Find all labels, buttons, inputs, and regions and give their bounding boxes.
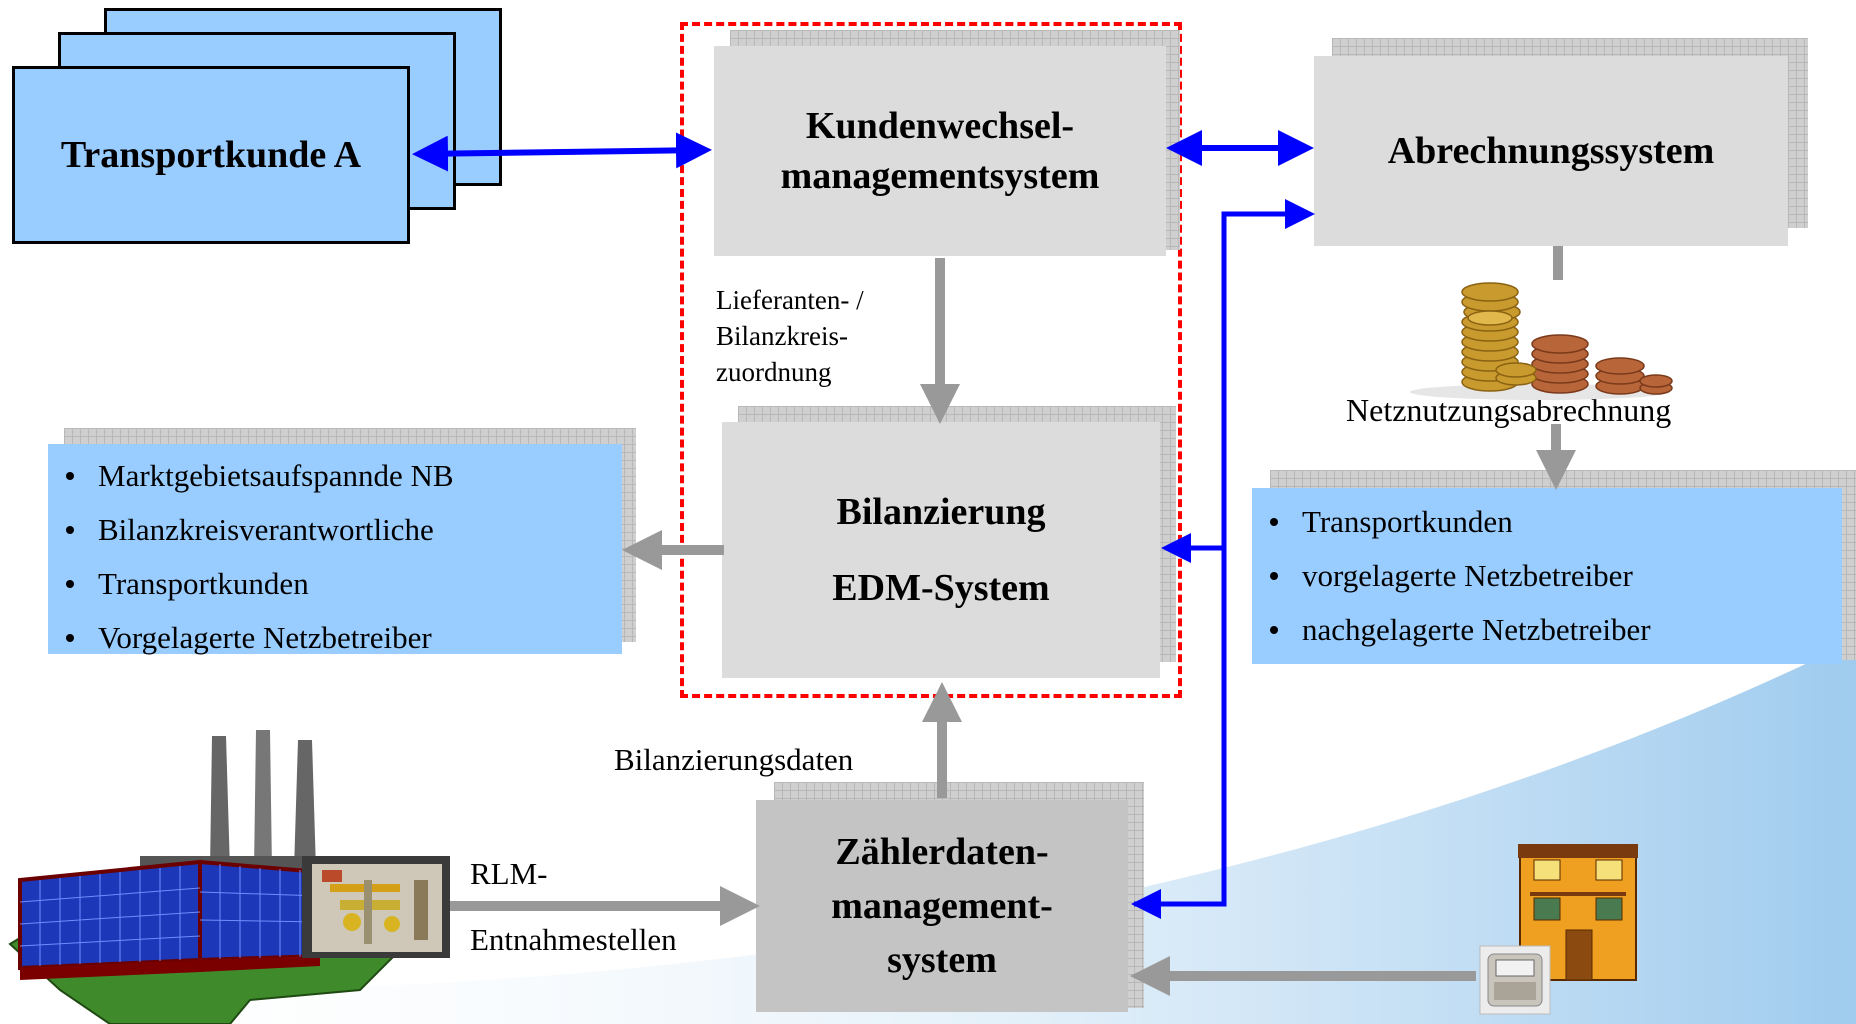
right-recipient-item: vorgelagerte Netzbetreiber <box>1252 549 1842 603</box>
billing-label: Abrechnungssystem <box>1387 130 1715 172</box>
gas-meter-image <box>1479 945 1551 1015</box>
balancing-line2: EDM-System <box>832 567 1050 609</box>
rlm-label-line2: Entnahmestellen <box>470 922 677 957</box>
assignment-note-line2: Bilanzkreis- <box>716 321 848 351</box>
assignment-note-line1: Lieferanten- / <box>716 285 864 315</box>
transport-customer-card: Transportkunde A <box>12 66 410 244</box>
coins-image <box>1410 282 1673 400</box>
transport-kwm-arrow <box>412 132 712 172</box>
billing-box: Abrechnungssystem <box>1314 56 1788 246</box>
left-recipients-box: Marktgebietsaufspannde NB Bilanzkreisver… <box>48 444 622 655</box>
meter-data-line3: system <box>887 939 997 981</box>
meter-data-line2: management- <box>831 885 1053 927</box>
assignment-note-line3: zuordnung <box>716 357 832 387</box>
balancing-data-label: Bilanzierungsdaten <box>614 742 854 777</box>
meter-data-box: Zählerdaten- management- system <box>756 800 1128 1012</box>
left-recipient-item: Transportkunden <box>48 557 622 611</box>
kwm-line2: managementsystem <box>780 155 1100 197</box>
left-recipient-item: Vorgelagerte Netzbetreiber <box>48 611 622 665</box>
meter-data-line1: Zählerdaten- <box>835 831 1049 873</box>
kwm-box: Kundenwechsel- managementsystem <box>714 46 1166 256</box>
left-recipient-item: Marktgebietsaufspannde NB <box>48 449 622 503</box>
house-image <box>1518 844 1638 981</box>
right-recipient-item: Transportkunden <box>1252 495 1842 549</box>
right-recipients-box: Transportkunden vorgelagerte Netzbetreib… <box>1252 488 1842 664</box>
left-recipient-item: Bilanzkreisverantwortliche <box>48 503 622 557</box>
gas-station-image <box>302 856 450 958</box>
kwm-line1: Kundenwechsel- <box>805 105 1075 147</box>
assignment-note: Lieferanten- / Bilanzkreis- zuordnung <box>716 282 864 390</box>
balancing-line1: Bilanzierung <box>836 491 1046 533</box>
right-recipient-item: nachgelagerte Netzbetreiber <box>1252 603 1842 657</box>
transport-customer-label: Transportkunde A <box>60 134 362 176</box>
balancing-box: Bilanzierung EDM-System <box>722 422 1160 678</box>
rlm-label-line1: RLM- <box>470 856 548 891</box>
zdm-billing-connector <box>1134 199 1315 907</box>
